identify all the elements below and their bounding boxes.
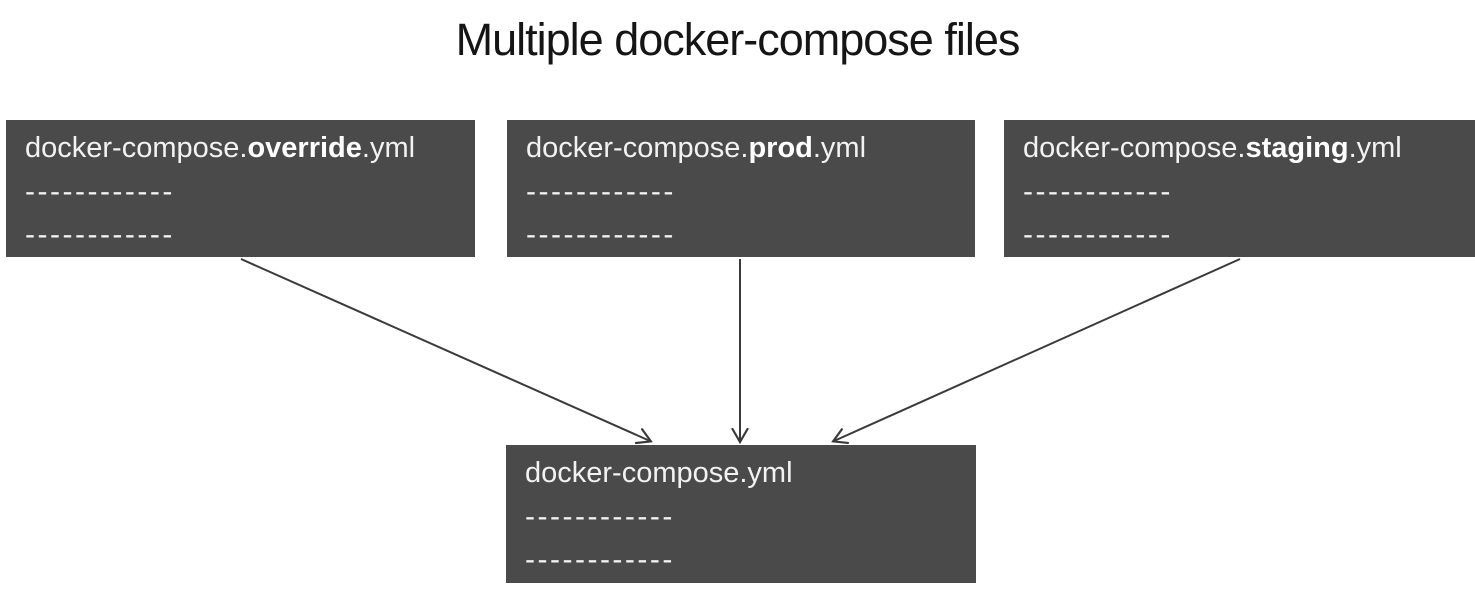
placeholder-line: ------------ [525,500,675,533]
file-name-prefix: docker-compose.yml [525,457,793,489]
file-name-prefix: docker-compose. [25,132,248,164]
file-name: docker-compose.yml [525,454,966,492]
placeholder-line: ------------ [526,218,676,251]
placeholder-line: ------------ [526,175,676,208]
node-docker-compose-override: docker-compose.override.yml ------------… [6,120,475,257]
diagram-title: Multiple docker-compose files [455,14,1021,65]
placeholder-line: ------------ [25,175,175,208]
placeholder-line: ------------ [25,218,175,251]
file-name-variant: staging [1245,132,1349,164]
file-name: docker-compose.staging.yml [1023,129,1465,167]
file-name-variant: prod [748,132,813,164]
arrow-override-to-base [240,258,650,441]
file-name-variant: override [247,132,362,164]
placeholder-line: ------------ [525,543,675,576]
file-name-suffix: .yml [812,132,867,164]
file-name-prefix: docker-compose. [1023,132,1246,164]
placeholder-line: ------------ [1023,175,1173,208]
arrow-staging-to-base [834,258,1241,441]
file-name: docker-compose.override.yml [25,129,465,167]
file-name-prefix: docker-compose. [526,132,749,164]
file-name: docker-compose.prod.yml [526,129,965,167]
file-name-suffix: .yml [1348,132,1402,164]
node-docker-compose-prod: docker-compose.prod.yml ------------ ---… [507,120,975,257]
node-docker-compose-staging: docker-compose.staging.yml ------------ … [1004,120,1475,257]
file-name-suffix: .yml [361,132,416,164]
placeholder-line: ------------ [1023,218,1173,251]
node-docker-compose-base: docker-compose.yml ------------ --------… [506,445,976,583]
